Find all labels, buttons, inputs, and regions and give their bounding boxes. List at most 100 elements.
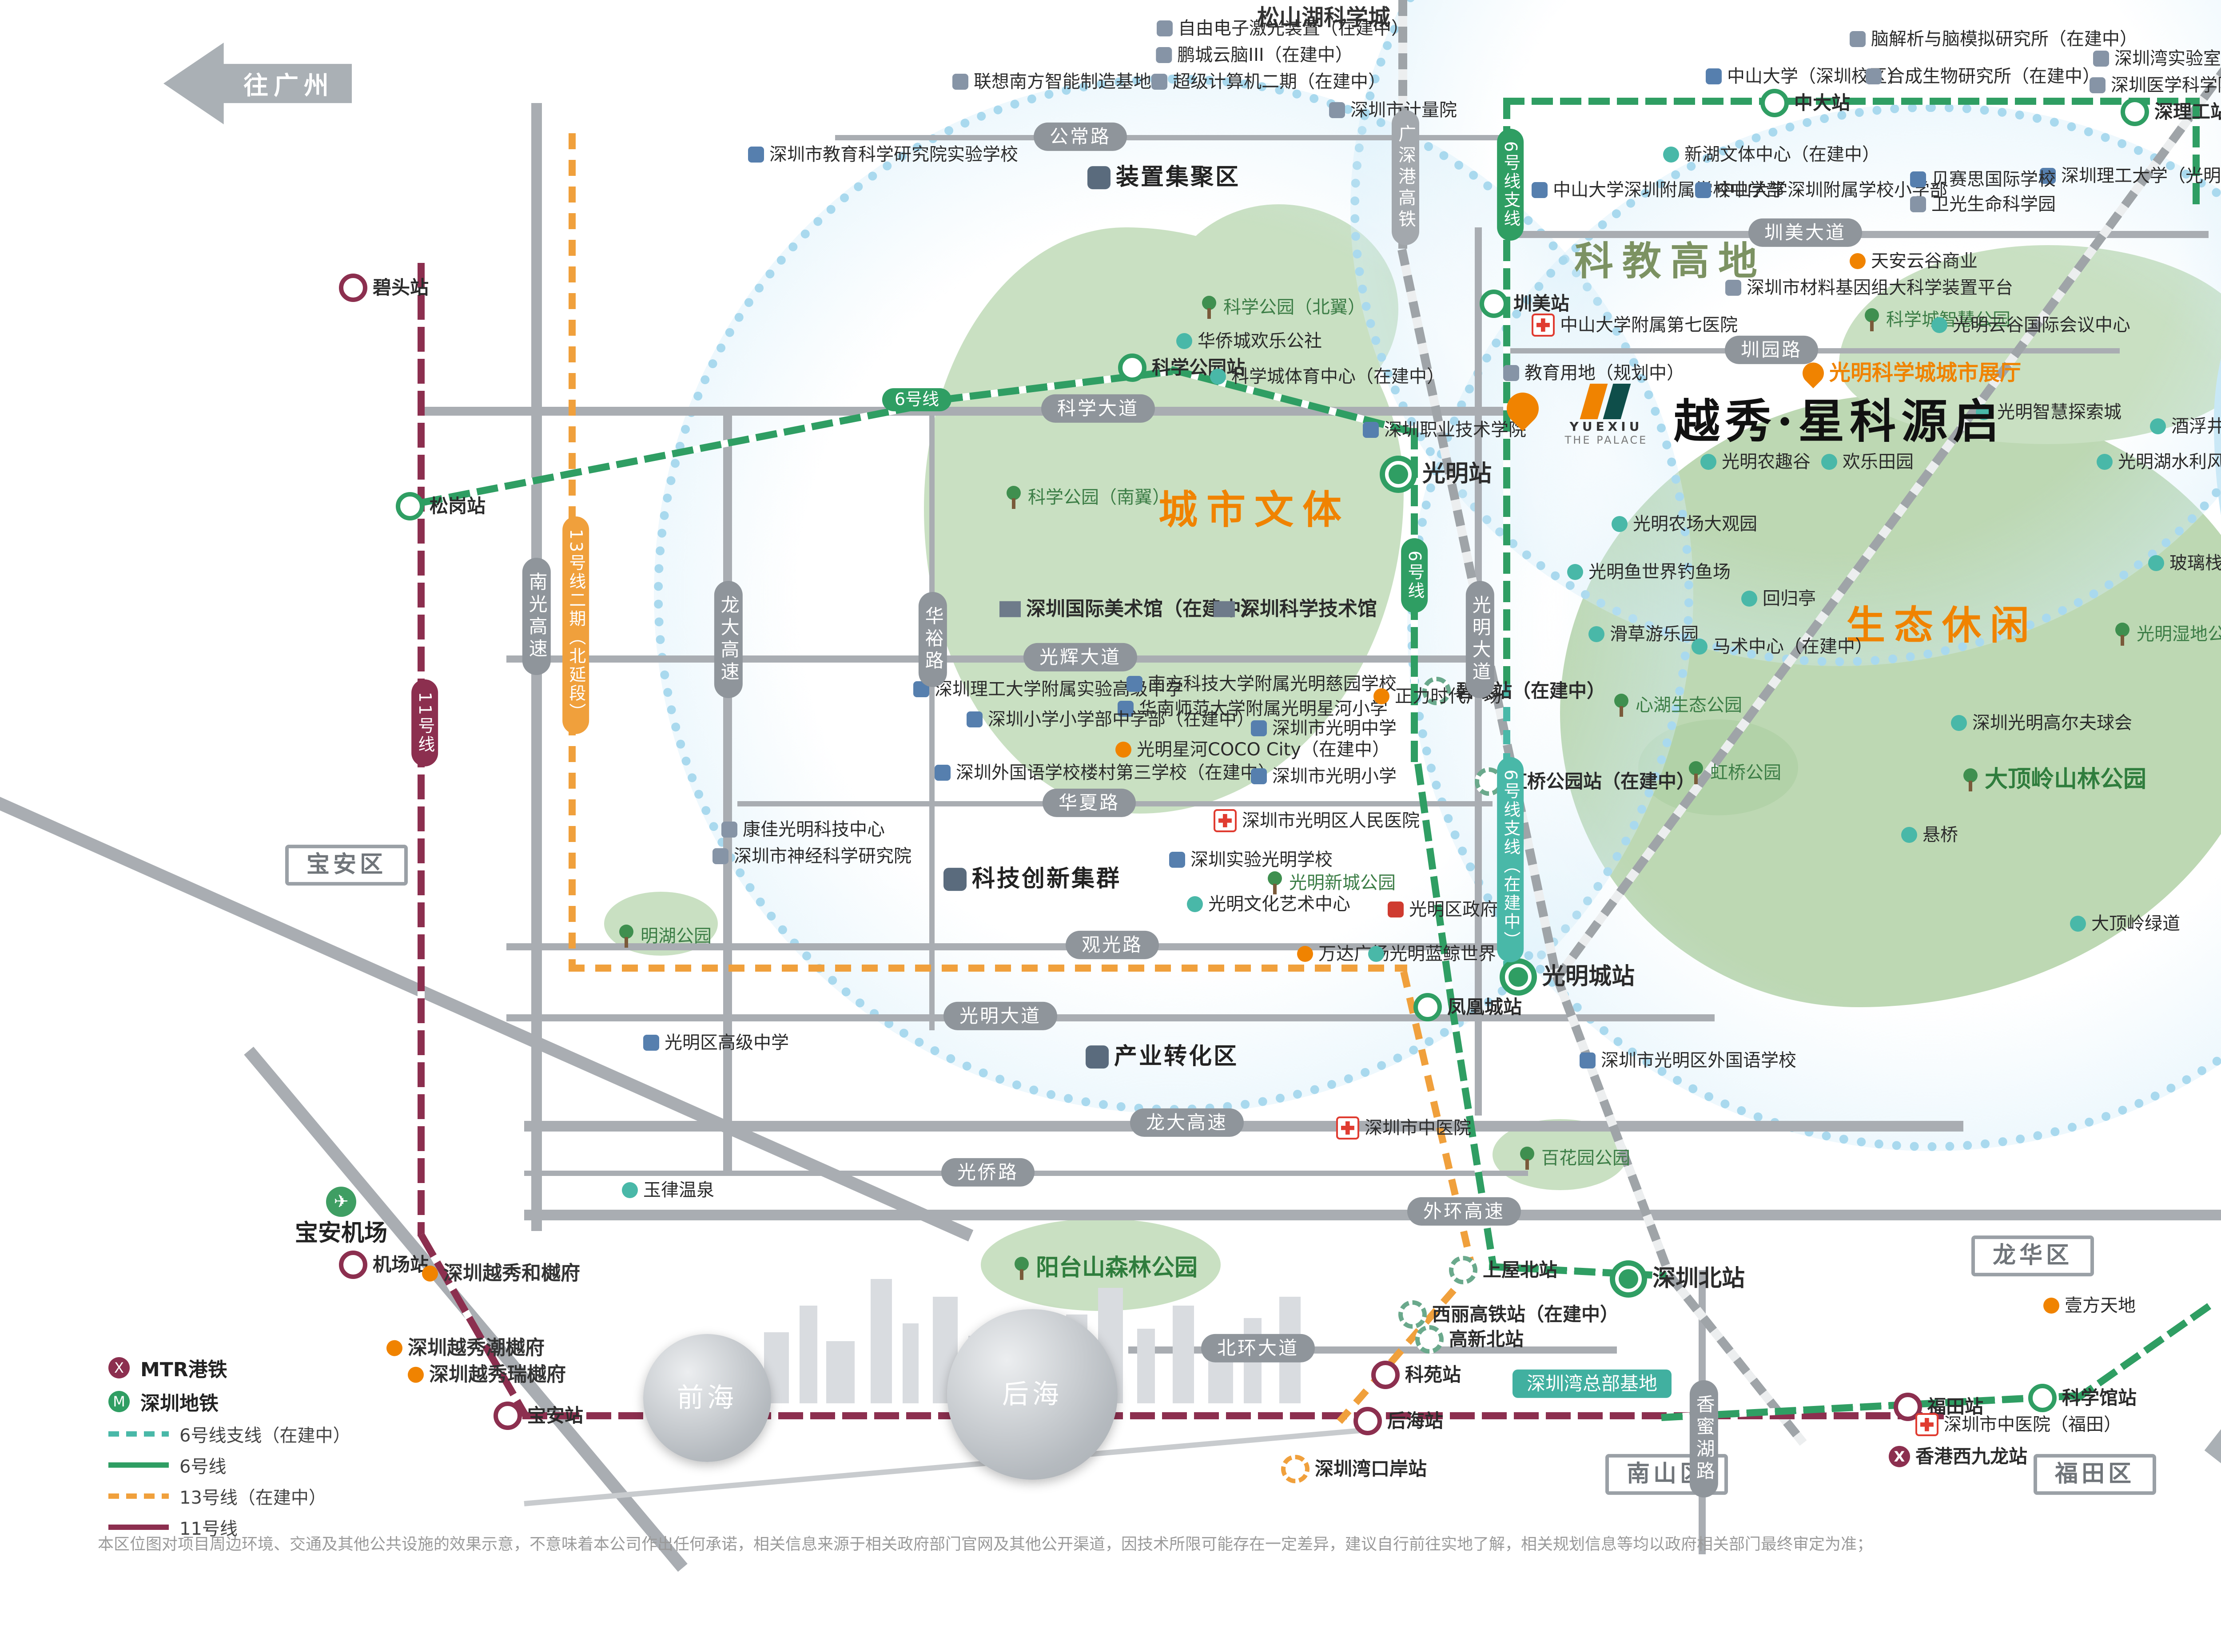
disclaimer-text: 本区位图对项目周边环境、交通及其他公共设施的效果示意，不意味着本公司作出任何承诺…	[98, 1535, 1873, 1553]
map-label-poi: 光明农趣谷	[1700, 452, 1811, 472]
legend-line-label: 11号线	[179, 1519, 238, 1539]
clu-icon	[1087, 166, 1110, 189]
school-icon	[1169, 852, 1185, 868]
biz-icon	[1297, 946, 1313, 962]
map-label-poi: 壹方天地	[2043, 1295, 2136, 1316]
map-label-text: 超级计算机二期（在建中）	[1173, 71, 1386, 92]
map-label-text: 深圳湾总部基地	[1526, 1372, 1658, 1394]
metro-line-11	[522, 1412, 1944, 1419]
edu-icon	[1910, 196, 1926, 212]
map-label-text: 光明湿地公园	[2137, 624, 2221, 644]
map-label-text: 回归亭	[1763, 588, 1816, 609]
map-label-text: 华夏路	[1058, 791, 1120, 814]
m11-icon	[1353, 1407, 1382, 1435]
metro-line-6-branch	[2193, 98, 2200, 204]
attr-icon	[1176, 333, 1192, 349]
map-label-text: 康佳光明科技中心	[743, 819, 885, 840]
mc-icon	[1415, 1325, 1444, 1354]
map-label-text: 华裕路	[922, 606, 944, 673]
map-label-line-h: 6号线	[882, 388, 952, 411]
legend-mtr-label: MTR港铁	[140, 1358, 227, 1381]
project-en-subname: THE PALACE	[1564, 434, 1648, 446]
attr-icon	[1588, 626, 1604, 642]
map-label-text: 虹桥公园	[1710, 762, 1781, 783]
map-label-poi: 深圳外国语学校楼村第三学校（在建中）	[935, 762, 1276, 783]
attr-icon	[1901, 827, 1917, 843]
attr-icon	[1612, 516, 1628, 532]
road-longda-vertical	[723, 409, 732, 1172]
map-label-text: 光辉大道	[1039, 646, 1122, 668]
map-label-text: 光明站	[1422, 461, 1492, 488]
map-label-text: 深圳越秀和樾府	[443, 1262, 580, 1285]
map-label-text: 深理工站	[2154, 100, 2221, 123]
edu-icon	[1503, 365, 1519, 381]
school-icon	[1126, 676, 1142, 692]
mc-icon	[1422, 677, 1451, 705]
map-label-station: 科学馆站	[2028, 1384, 2137, 1412]
attr-icon	[1821, 454, 1837, 470]
m-icon	[1760, 89, 1789, 117]
to-guangzhou-arrow: 往广州	[163, 43, 352, 124]
map-label-text: 深圳市神经科学研究院	[734, 846, 911, 866]
edu-icon	[1725, 280, 1741, 296]
map-label-zone: 城市文体	[1158, 487, 1350, 532]
map-label-text: 深圳科学技术馆	[1240, 597, 1377, 620]
map-label-line-v: 6号线支线（在建中）	[1497, 757, 1524, 963]
map-label-text: 深圳湾口岸站	[1314, 1457, 1427, 1480]
attr-icon	[1663, 147, 1679, 163]
m13-icon	[1281, 1455, 1310, 1483]
map-label-district: 龙华区	[1971, 1235, 2094, 1276]
map-label-text: 大顶岭绿道	[2091, 913, 2180, 934]
map-label-text: 联想南方智能制造基地	[974, 71, 1151, 92]
map-label-station-big: 光明城站	[1499, 958, 1635, 996]
map-label-poi: 新湖文体中心（在建中）	[1663, 144, 1880, 165]
map-label-text: 脑解析与脑模拟研究所（在建中）	[1871, 29, 2137, 49]
skyline-building	[1137, 1329, 1155, 1403]
map-label-poi: 光明湖水利风景区	[2097, 452, 2221, 472]
legend-metro-label: 深圳地铁	[140, 1392, 219, 1415]
edu-icon	[721, 822, 737, 838]
ye-icon	[422, 1266, 438, 1282]
tree-icon	[1962, 768, 1979, 791]
map-label-text: 欢乐田园	[1843, 452, 1914, 472]
map-label-text: 西丽高铁站（在建中）	[1432, 1303, 1619, 1325]
map-label-road-h: 光辉大道	[1023, 643, 1138, 672]
map-label-text: 酒浮井	[2171, 416, 2221, 437]
map-label-station-big: 光明站	[1379, 456, 1492, 493]
map-label-text: 深圳外国语学校楼村第三学校（在建中）	[956, 762, 1276, 783]
map-label-text: 科苑站	[1405, 1363, 1461, 1386]
map-label-text: 光明新城公园	[1289, 873, 1396, 893]
map-label-road-v: 香蜜湖路	[1689, 1380, 1719, 1497]
tree-icon	[1005, 486, 1023, 509]
map-label-text: 后海	[1002, 1378, 1063, 1410]
map-label-station: 中大站	[1760, 89, 1850, 117]
map-label-text: 华南师范大学附属光明星河小学	[1139, 699, 1388, 719]
map-label-text: 圳美站	[1513, 292, 1570, 314]
map-label-text: 科学城体育中心（在建中）	[1231, 366, 1445, 387]
map-label-text: 机场站	[372, 1253, 429, 1275]
map-label-poi: 深圳市材料基因组大科学装置平台	[1725, 278, 2013, 298]
skyline-building	[826, 1341, 855, 1403]
map-label-text: 中山大学深圳附属学校小学部	[1716, 180, 1947, 200]
mbig-icon	[1379, 456, 1417, 493]
to-hongkong-arrow: 往香港	[2191, 1403, 2221, 1585]
map-label-poi: 联想南方智能制造基地	[952, 71, 1151, 92]
yuexiu-emblem-icon: YUEXIU THE PALACE	[1553, 384, 1660, 446]
edu-icon	[1329, 102, 1345, 118]
map-label-poi: 南方科技大学附属光明慈园学校	[1126, 674, 1397, 694]
map-label-poi: 深圳光明高尔夫球会	[1951, 713, 2132, 733]
map-label-poi: 欢乐田园	[1821, 452, 1914, 472]
map-label-station: 深理工站	[2120, 98, 2221, 126]
map-label-text: 科学公园（北翼）	[1223, 297, 1365, 318]
attr-icon	[1931, 317, 1947, 333]
map-label-text: 教育用地（规划中）	[1524, 363, 1684, 383]
map-label-poi: 深圳市光明区人民医院	[1214, 809, 1420, 832]
map-label-poi: 超级计算机二期（在建中）	[1151, 71, 1386, 92]
map-label-poi: 玻璃栈道	[2148, 553, 2221, 573]
map-label-park: 明湖公园	[617, 925, 712, 948]
edu-icon	[1151, 74, 1167, 90]
attr-icon	[1700, 454, 1716, 470]
map-label-cluster: 产业转化区	[1085, 1043, 1238, 1070]
map-label-poi: 光明智慧探索城	[1976, 402, 2121, 422]
map-label-text: 科教高地	[1574, 238, 1767, 284]
